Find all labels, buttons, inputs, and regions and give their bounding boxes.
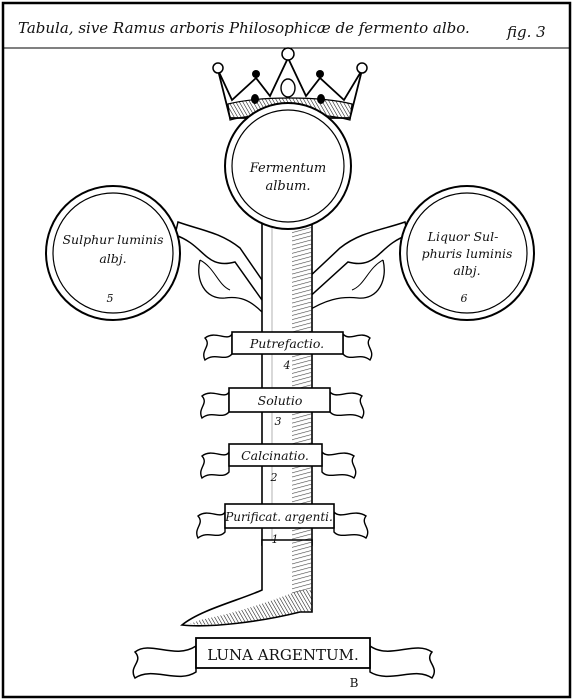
banner-label: Putrefactio. (249, 336, 324, 351)
circle-right-line2: phuris luminis (422, 246, 513, 261)
plate-title: Tabula, sive Ramus arboris Philosophicæ … (18, 19, 470, 37)
circle-right-line1: Liquor Sul- (427, 229, 499, 244)
banner-number: 3 (275, 415, 282, 428)
banner-number: 4 (283, 359, 291, 372)
circle-fermentum-album: Fermentum album. (224, 102, 352, 230)
banner-putrefactio: Putrefactio. 4 (203, 331, 373, 372)
circle-left-line2: albj. (99, 251, 126, 266)
banner-number: 2 (270, 471, 278, 484)
circle-left-number: 5 (107, 292, 114, 305)
circle-top-line1: Fermentum (249, 161, 327, 176)
banner-purificat-argenti: Purificat. argenti. 1 (196, 503, 369, 546)
banner-label: Purificat. argenti. (224, 510, 333, 524)
tree-foot (180, 539, 313, 627)
circle-right-number: 6 (461, 292, 468, 305)
figure-number: fig. 3 (506, 23, 546, 41)
banner-label: Solutio (258, 393, 303, 408)
circle-top-line2: album. (265, 179, 310, 194)
base-label: LUNA ARGENTUM. (207, 646, 358, 664)
banner-calcinatio: Calcinatio. 2 (200, 443, 357, 484)
left-branch (174, 221, 263, 313)
right-branch (305, 221, 409, 313)
base-letter: B (350, 676, 359, 690)
circle-liquor-sulphuris: Liquor Sul- phuris luminis albj. 6 (399, 185, 535, 321)
banner-solutio: Solutio 3 (200, 387, 365, 428)
tree-trunk (261, 214, 313, 546)
circle-left-line1: Sulphur luminis (62, 232, 163, 247)
circle-sulphur: Sulphur luminis albj. 5 (45, 185, 181, 321)
circle-right-line3: albj. (453, 263, 480, 278)
banner-label: Calcinatio. (241, 448, 309, 463)
banner-luna-argentum: LUNA ARGENTUM. B (132, 637, 435, 690)
banner-number: 1 (272, 533, 279, 546)
